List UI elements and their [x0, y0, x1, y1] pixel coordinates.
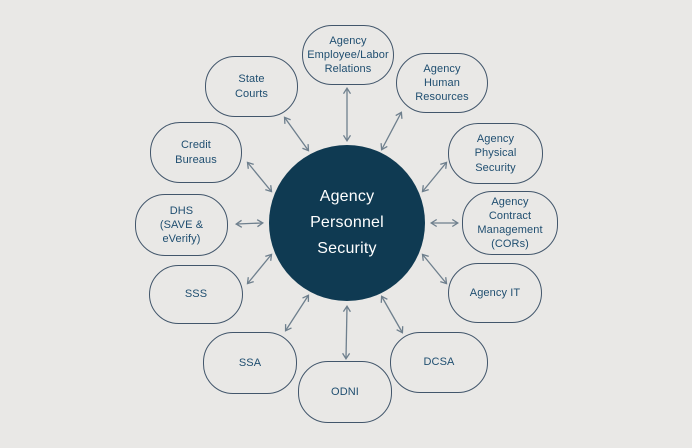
node-label-dcsa: DCSA	[423, 356, 455, 369]
connector-arrow-ssa	[284, 294, 310, 332]
node-sss: SSS	[149, 265, 243, 324]
node-odni: ODNI	[298, 361, 392, 423]
node-label-state-courts: State Courts	[235, 73, 268, 100]
node-label-dhs-save-everify: DHS (SAVE & eVerify)	[159, 204, 204, 246]
node-agency-physical-security: Agency Physical Security	[448, 123, 543, 184]
connector-arrow-dcsa	[380, 295, 404, 334]
node-agency-it: Agency IT	[448, 263, 542, 323]
connector-arrow-odni	[342, 304, 351, 361]
node-label-odni: ODNI	[331, 385, 359, 398]
node-label-agency-physical-security: Agency Physical Security	[474, 133, 517, 174]
node-agency-employee-labor-relations: Agency Employee/Labor Relations	[302, 25, 394, 85]
connector-arrow-state-courts	[283, 116, 310, 152]
node-dcsa: DCSA	[390, 332, 488, 393]
node-label-sss: SSS	[184, 288, 208, 301]
node-agency-human-resources: Agency Human Resources	[396, 53, 488, 113]
connector-arrow-sss	[246, 253, 273, 285]
node-label-agency-it: Agency IT	[469, 286, 521, 299]
node-state-courts: State Courts	[205, 56, 298, 117]
node-label-ssa: SSA	[238, 356, 262, 369]
node-label-agency-human-resources: Agency Human Resources	[415, 62, 469, 104]
connector-arrow-agency-human-resources	[380, 111, 403, 151]
node-label-agency-contract-management-cors: Agency Contract Management (CORs)	[477, 195, 543, 251]
node-label-agency-employee-labor-relations: Agency Employee/Labor Relations	[307, 34, 389, 76]
node-agency-contract-management-cors: Agency Contract Management (CORs)	[462, 191, 558, 255]
connector-arrow-credit-bureaus	[246, 161, 273, 193]
node-label-credit-bureaus: Credit Bureaus	[175, 139, 217, 166]
connector-arrow-dhs-save-everify	[234, 219, 265, 228]
hub-agency-personnel-security: Agency Personnel Security	[269, 145, 425, 301]
node-ssa: SSA	[203, 332, 297, 394]
hub-label: Agency Personnel Security	[310, 188, 384, 257]
node-credit-bureaus: Credit Bureaus	[150, 122, 242, 183]
node-dhs-save-everify: DHS (SAVE & eVerify)	[135, 194, 228, 256]
connector-arrow-agency-it	[421, 253, 448, 285]
connector-arrow-agency-physical-security	[421, 161, 448, 193]
